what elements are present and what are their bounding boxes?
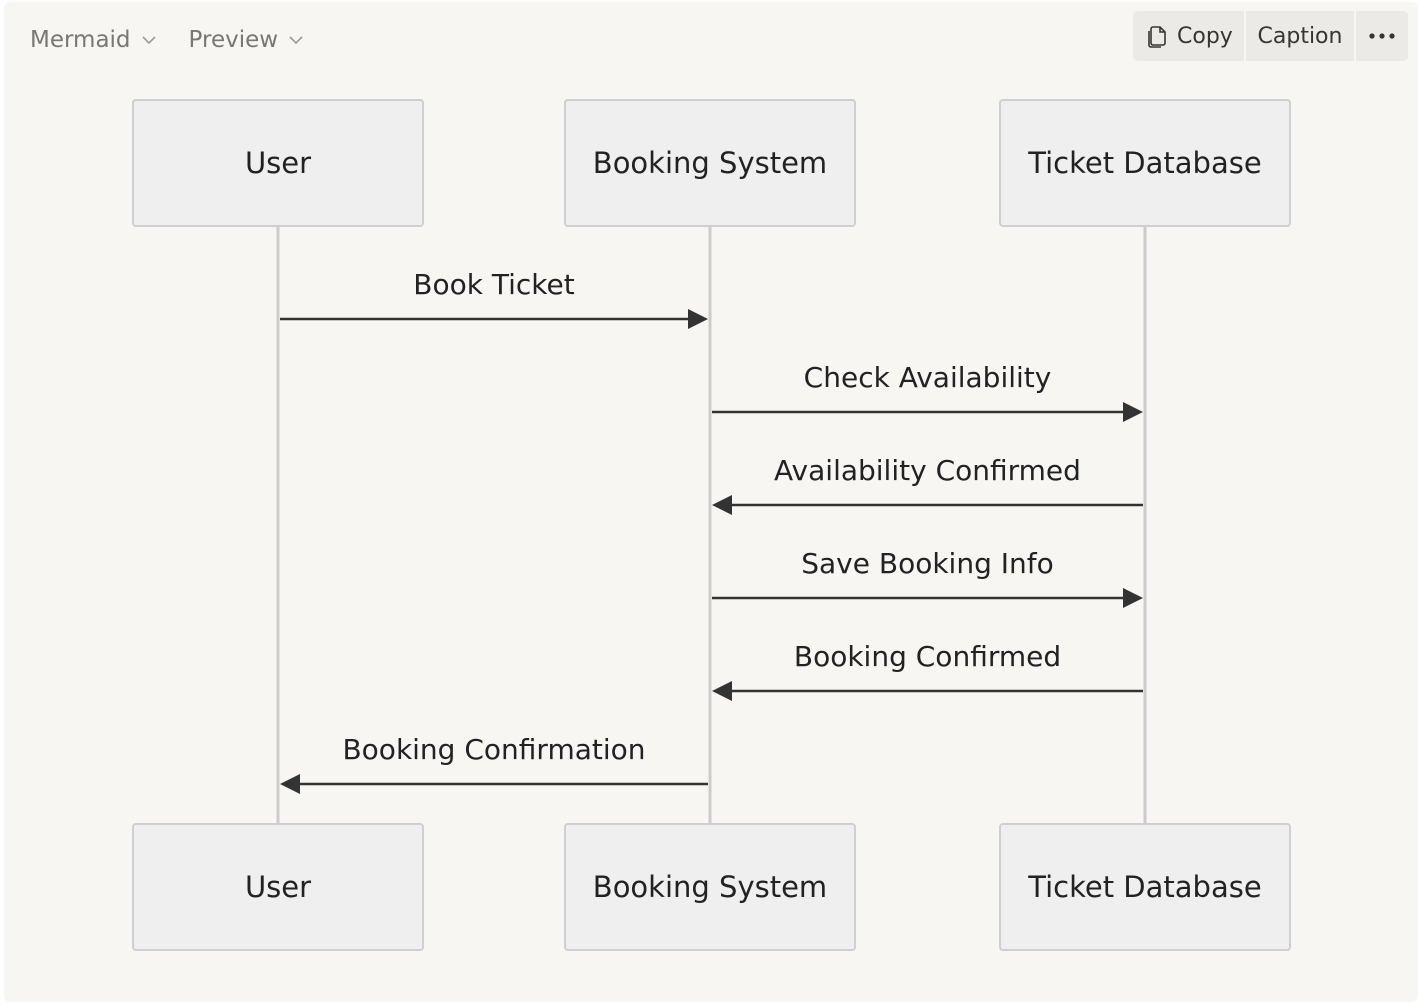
actor-box [564, 99, 856, 227]
message-6: Booking Confirmation [280, 733, 708, 794]
message-3: Availability Confirmed [712, 454, 1143, 515]
actor-box [132, 823, 424, 951]
actor-db-bottom: Ticket Database [999, 823, 1291, 951]
arrowhead [688, 309, 708, 329]
block-toolbar-left: Mermaid Preview [30, 22, 336, 58]
message-label: Save Booking Info [801, 547, 1054, 580]
message-label: Availability Confirmed [774, 454, 1081, 487]
arrowhead [712, 681, 732, 701]
ellipsis-icon [1369, 33, 1395, 39]
actor-user-bottom: User [132, 823, 424, 951]
language-label: Mermaid [30, 27, 131, 53]
message-label: Check Availability [804, 361, 1052, 394]
actor-db-top: Ticket Database [999, 99, 1291, 227]
view-mode-dropdown[interactable]: Preview [189, 27, 305, 53]
chevron-down-icon [141, 36, 156, 45]
caption-button[interactable]: Caption [1246, 11, 1354, 61]
message-label: Booking Confirmation [342, 733, 645, 766]
copy-button[interactable]: Copy [1133, 11, 1244, 61]
language-dropdown[interactable]: Mermaid [30, 27, 157, 53]
message-4: Save Booking Info [712, 547, 1143, 608]
actor-label: Ticket Database [1027, 870, 1261, 904]
actor-label: User [245, 870, 311, 904]
arrowhead [1123, 588, 1143, 608]
more-options-button[interactable] [1356, 11, 1408, 61]
message-1: Book Ticket [280, 268, 708, 329]
arrowhead [712, 495, 732, 515]
caption-label: Caption [1257, 23, 1343, 49]
message-2: Check Availability [712, 361, 1143, 422]
block-toolbar-right: Copy Caption [1133, 11, 1408, 61]
actor-label: Ticket Database [1027, 146, 1261, 180]
actor-label: Booking System [593, 870, 827, 904]
message-label: Book Ticket [413, 268, 574, 301]
actor-box [999, 99, 1291, 227]
arrowhead [280, 774, 300, 794]
message-5: Booking Confirmed [712, 640, 1143, 701]
actor-label: Booking System [593, 146, 827, 180]
actor-box [999, 823, 1291, 951]
copy-icon [1148, 26, 1166, 48]
actor-label: User [245, 146, 311, 180]
arrowhead [1123, 402, 1143, 422]
message-label: Booking Confirmed [794, 640, 1061, 673]
chevron-down-icon [289, 36, 303, 45]
actor-user-top: User [132, 99, 424, 227]
actor-booking-top: Booking System [564, 99, 856, 227]
actor-box [564, 823, 856, 951]
actor-box [132, 99, 424, 227]
view-mode-label: Preview [188, 27, 279, 53]
actor-booking-bottom: Booking System [564, 823, 856, 951]
copy-label: Copy [1177, 23, 1233, 49]
